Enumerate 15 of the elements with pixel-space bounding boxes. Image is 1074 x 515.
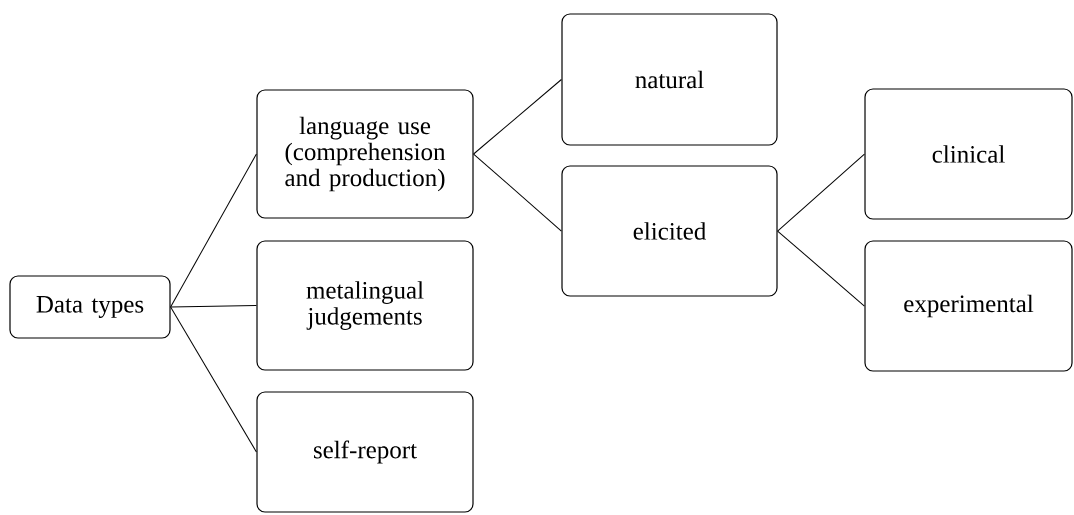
category-box: metalingual judgements: [256, 240, 474, 371]
category-box: experimental: [864, 240, 1073, 372]
category-box: language use (comprehension and production): [256, 89, 474, 219]
category-box: elicited: [561, 165, 778, 297]
category-box: self-report: [256, 391, 474, 513]
connector-line: [170, 306, 257, 453]
connector-line: [170, 153, 257, 308]
category-box: Data types: [9, 275, 171, 339]
connector-line: [473, 79, 562, 155]
connector-line: [777, 153, 865, 232]
connector-line: [777, 230, 865, 307]
connector-line: [473, 153, 562, 232]
connector-line: [170, 305, 257, 308]
category-box: clinical: [864, 88, 1073, 220]
category-box: natural: [561, 13, 778, 146]
